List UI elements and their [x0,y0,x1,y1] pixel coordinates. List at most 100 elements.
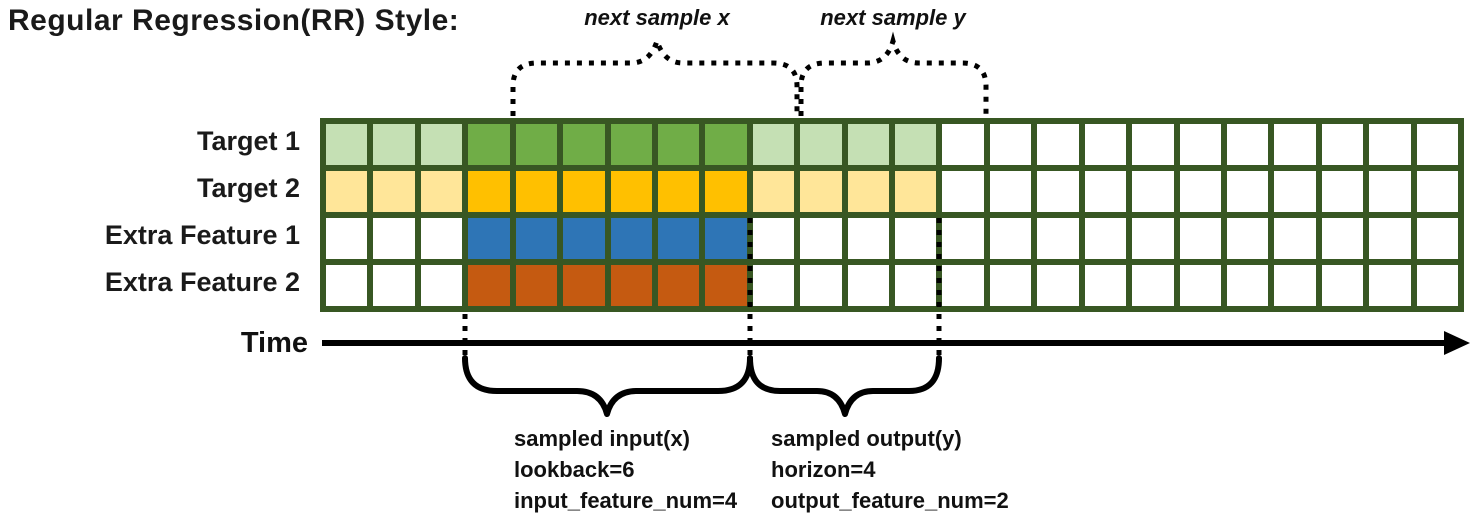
grid-cell [752,171,795,212]
grid-cell [1084,124,1127,165]
grid-cell [705,171,747,212]
grid-cell [657,265,700,306]
grid-cell [468,218,510,259]
grid-cell [847,265,889,306]
sampled-output-brace [747,355,942,417]
grid-cell [1369,124,1411,165]
grid-cell [1369,218,1411,259]
sampled-output-title: sampled output(y) [771,426,962,451]
grid-cell [515,265,558,306]
grid-cell [1321,218,1364,259]
grid-cell [847,218,889,259]
grid-cell [1132,171,1174,212]
grid-cell [705,265,747,306]
grid-cell [373,171,415,212]
grid-cell [1416,124,1458,165]
grid-cell [610,171,652,212]
grid-cell [563,218,605,259]
grid-cell [1084,171,1127,212]
row-label: Target 2 [196,173,300,203]
grid-cell [942,124,984,165]
grid-cell [989,124,1032,165]
grid-cell [1084,265,1127,306]
next-sample-y-label: next sample y [820,5,966,30]
grid-cell [847,171,889,212]
grid-cell [1226,124,1269,165]
grid-cell [1321,265,1364,306]
grid-cell [1321,171,1364,212]
grid-cell [895,265,937,306]
grid-cell [895,171,937,212]
sampled-input-brace [462,355,753,417]
grid-cell [705,124,747,165]
time-axis-arrowhead [1444,331,1470,355]
grid-cell [1132,265,1174,306]
grid-cell [705,218,747,259]
grid-cell [1084,218,1127,259]
grid-cell [1179,265,1221,306]
grid-cell [1179,218,1221,259]
grid-cell [752,124,795,165]
grid-cell [1226,171,1269,212]
grid-cell [800,124,842,165]
grid-cell [657,124,700,165]
grid-cell [420,218,463,259]
time-series-grid [320,118,1464,312]
grid-cell [895,218,937,259]
grid-cell [515,218,558,259]
grid-cell [326,218,368,259]
grid-cell [1037,265,1079,306]
grid-cell [373,218,415,259]
grid-cell [1037,218,1079,259]
grid-cell [373,265,415,306]
grid-cell [989,265,1032,306]
row-label: Extra Feature 1 [104,220,300,250]
grid-cell [800,265,842,306]
grid-cell [326,171,368,212]
grid-cell [420,171,463,212]
diagram-title: Regular Regression(RR) Style: [8,4,460,37]
grid-cell [895,124,937,165]
grid-cell [468,171,510,212]
grid-cell [752,265,795,306]
grid-cell [657,171,700,212]
sampled-output-note: sampled output(y) horizon=4 output_featu… [771,423,1009,516]
grid-cell [326,265,368,306]
grid-cell [420,265,463,306]
grid-cell [1179,124,1221,165]
time-axis-label: Time [240,327,308,359]
grid-cell [1037,171,1079,212]
grid-cell [1226,218,1269,259]
grid-cell [610,265,652,306]
next-sample-x-brace [510,32,800,116]
grid-cell [1369,265,1411,306]
grid-cell [420,124,463,165]
grid-cell [515,124,558,165]
grid-cell [942,218,984,259]
grid-cell [468,124,510,165]
grid-cell [942,171,984,212]
grid-cell [989,171,1032,212]
grid-cell [1416,265,1458,306]
grid-cell [515,171,558,212]
grid-cell [563,124,605,165]
lookback-value: lookback=6 [514,457,635,482]
grid-cell [326,124,368,165]
grid-cell [1226,265,1269,306]
grid-cell [752,218,795,259]
grid-cell [847,124,889,165]
grid-cell [563,171,605,212]
input-feature-num-value: input_feature_num=4 [514,488,738,513]
next-sample-x-label: next sample x [584,5,730,30]
grid-cell [563,265,605,306]
row-label: Target 1 [196,126,300,156]
grid-cell [1132,124,1174,165]
grid-cell [1321,124,1364,165]
grid-cell [1369,171,1411,212]
grid-cell [1274,171,1316,212]
grid-cell [942,265,984,306]
grid-cell [1274,218,1316,259]
output-feature-num-value: output_feature_num=2 [771,488,1009,513]
grid-cell [373,124,415,165]
